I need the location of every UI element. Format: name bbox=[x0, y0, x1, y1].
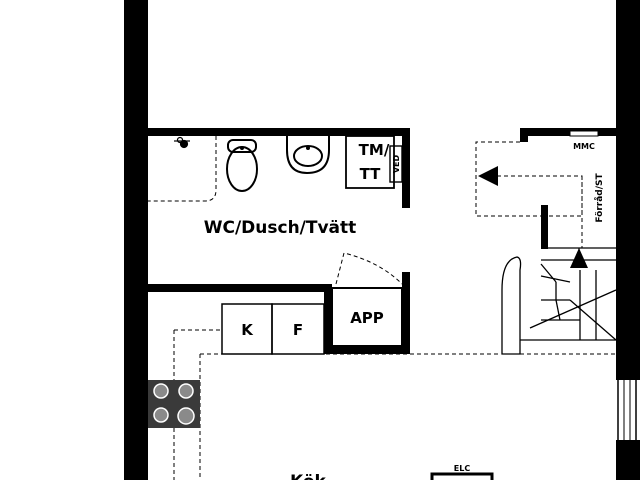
mmc-panel bbox=[569, 130, 599, 137]
walls bbox=[124, 0, 640, 480]
washer-dryer-unit bbox=[345, 135, 395, 189]
elc-cabinet bbox=[430, 472, 494, 480]
burner-icon bbox=[153, 407, 169, 423]
dishwasher-label: APP bbox=[350, 309, 384, 327]
kitchen-top-wall bbox=[148, 284, 332, 292]
wc-door-swing bbox=[335, 252, 403, 285]
storage-dashed-outline bbox=[475, 141, 541, 217]
storage-arrow-icon bbox=[478, 166, 498, 186]
window bbox=[616, 380, 640, 440]
stove bbox=[148, 380, 200, 428]
stair-step bbox=[540, 275, 571, 283]
sink-icon bbox=[286, 136, 330, 175]
left-exterior-wall bbox=[124, 0, 148, 480]
room-label-wc: WC/Dusch/Tvätt bbox=[204, 218, 357, 238]
elc-label: ELC bbox=[454, 464, 471, 473]
shower-faucet-icon bbox=[174, 136, 190, 149]
stair-step bbox=[555, 299, 561, 321]
storage-left-wall-top bbox=[520, 128, 528, 142]
stair-rail bbox=[501, 256, 522, 355]
burner-icon bbox=[178, 383, 194, 399]
storage-left-wall-mid bbox=[541, 205, 548, 249]
mid-bottom-wall bbox=[324, 346, 410, 354]
stair-step bbox=[569, 299, 617, 341]
toilet-icon bbox=[226, 139, 258, 192]
dishwasher-wall bbox=[324, 284, 332, 354]
wc-right-wall bbox=[402, 128, 410, 208]
water-heater-unit bbox=[389, 145, 403, 183]
wc-door-jamb-wall bbox=[402, 272, 410, 354]
storage-top-wall bbox=[520, 128, 616, 136]
mmc-label: MMC bbox=[573, 142, 595, 151]
shower-area bbox=[148, 136, 217, 202]
burner-icon bbox=[177, 407, 195, 425]
dryer-label: TT bbox=[360, 165, 382, 183]
wc-top-wall bbox=[148, 128, 410, 136]
washer-label: TM/ bbox=[359, 141, 390, 159]
room-label-storage: Förråd/ST bbox=[594, 173, 605, 223]
water-heater-label: VED bbox=[392, 154, 401, 173]
room-label-kitchen: Kök bbox=[290, 472, 327, 480]
freezer-label: K bbox=[241, 321, 254, 339]
staircase bbox=[501, 247, 617, 355]
bathroom bbox=[148, 135, 403, 285]
fridge-label: F bbox=[293, 321, 303, 339]
storage bbox=[475, 141, 583, 248]
dishwasher-cabinet bbox=[331, 287, 403, 347]
burner-icon bbox=[153, 383, 169, 399]
storage-arrow-line bbox=[490, 175, 583, 217]
stair-arrow-icon bbox=[570, 248, 588, 268]
stair-step bbox=[529, 289, 617, 329]
burner-icons bbox=[153, 383, 195, 425]
